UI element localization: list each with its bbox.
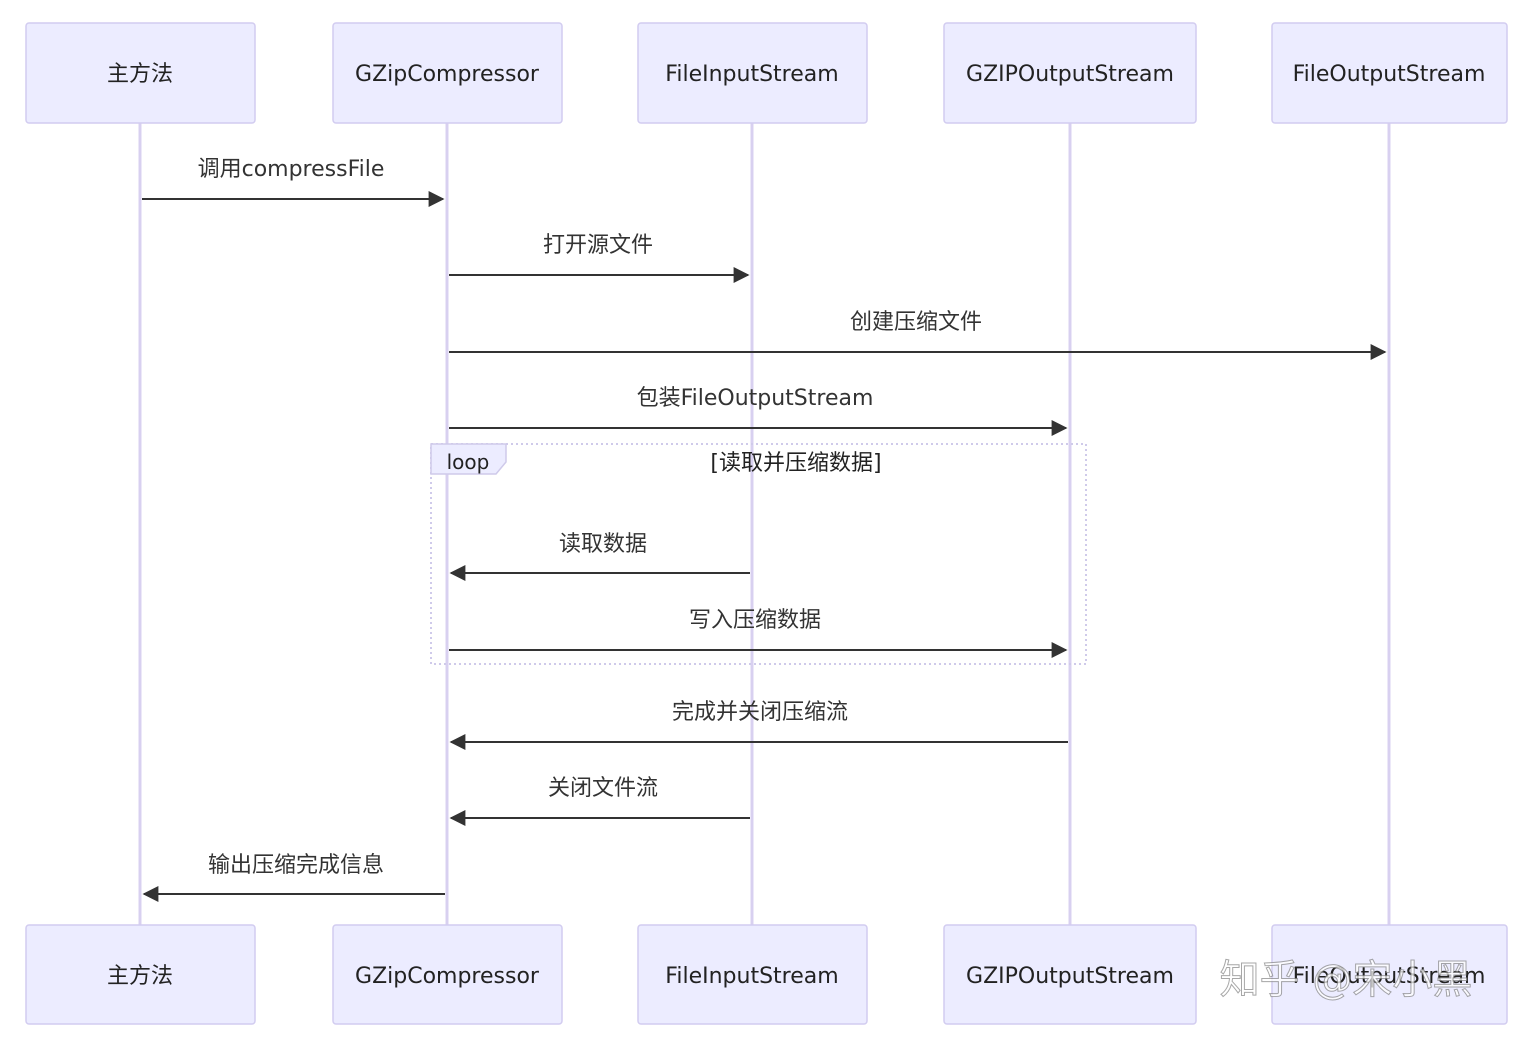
actors-bottom: 主方法 GZipCompressor FileInputStream GZIPO… (25, 924, 1508, 1025)
actor-label: FileOutputStream (1293, 62, 1486, 87)
message-label: 打开源文件 (543, 233, 653, 258)
actor-fis-top: FileInputStream (637, 22, 868, 124)
loop-condition: [读取并压缩数据] (710, 451, 881, 476)
message-label: 读取数据 (559, 532, 647, 557)
actor-label: FileInputStream (665, 62, 838, 87)
message-label: 输出压缩完成信息 (208, 853, 384, 878)
loop-label: loop (447, 450, 490, 474)
watermark: 知乎 @宋小黑 (1220, 957, 1473, 1003)
message-label: 创建压缩文件 (850, 310, 982, 335)
actor-label: FileOutputStream (1293, 964, 1486, 989)
loop-border (430, 443, 1087, 665)
message-label: 包装FileOutputStream (637, 386, 874, 411)
lifelines (138, 123, 1391, 925)
actor-label: GZIPOutputStream (966, 62, 1174, 87)
actor-label: 主方法 (107, 964, 173, 989)
actor-gzip-top: GZipCompressor (332, 22, 563, 124)
actor-label: GZipCompressor (355, 62, 540, 87)
actor-label: GZIPOutputStream (966, 964, 1174, 989)
loop-frame: loop [读取并压缩数据] (430, 443, 1087, 665)
messages: 调用compressFile 打开源文件 创建压缩文件 包装FileOutput… (142, 157, 1387, 902)
actor-gos-bottom: GZIPOutputStream (943, 924, 1197, 1025)
actor-fos-bottom: FileOutputStream (1271, 924, 1508, 1025)
actor-fis-bottom: FileInputStream (637, 924, 868, 1025)
actor-main-top: 主方法 (25, 22, 256, 124)
actor-main-bottom: 主方法 (25, 924, 256, 1025)
actor-label: 主方法 (107, 62, 173, 87)
actor-fos-top: FileOutputStream (1271, 22, 1508, 124)
loop-tab (430, 443, 507, 475)
actor-label: GZipCompressor (355, 964, 540, 989)
actors-top: 主方法 GZipCompressor FileInputStream GZIPO… (25, 22, 1508, 124)
message-label: 关闭文件流 (548, 776, 658, 801)
message-label: 完成并关闭压缩流 (672, 700, 848, 725)
actor-gzip-bottom: GZipCompressor (332, 924, 563, 1025)
actor-label: FileInputStream (665, 964, 838, 989)
message-label: 调用compressFile (198, 157, 385, 182)
message-label: 写入压缩数据 (689, 608, 821, 633)
actor-gos-top: GZIPOutputStream (943, 22, 1197, 124)
